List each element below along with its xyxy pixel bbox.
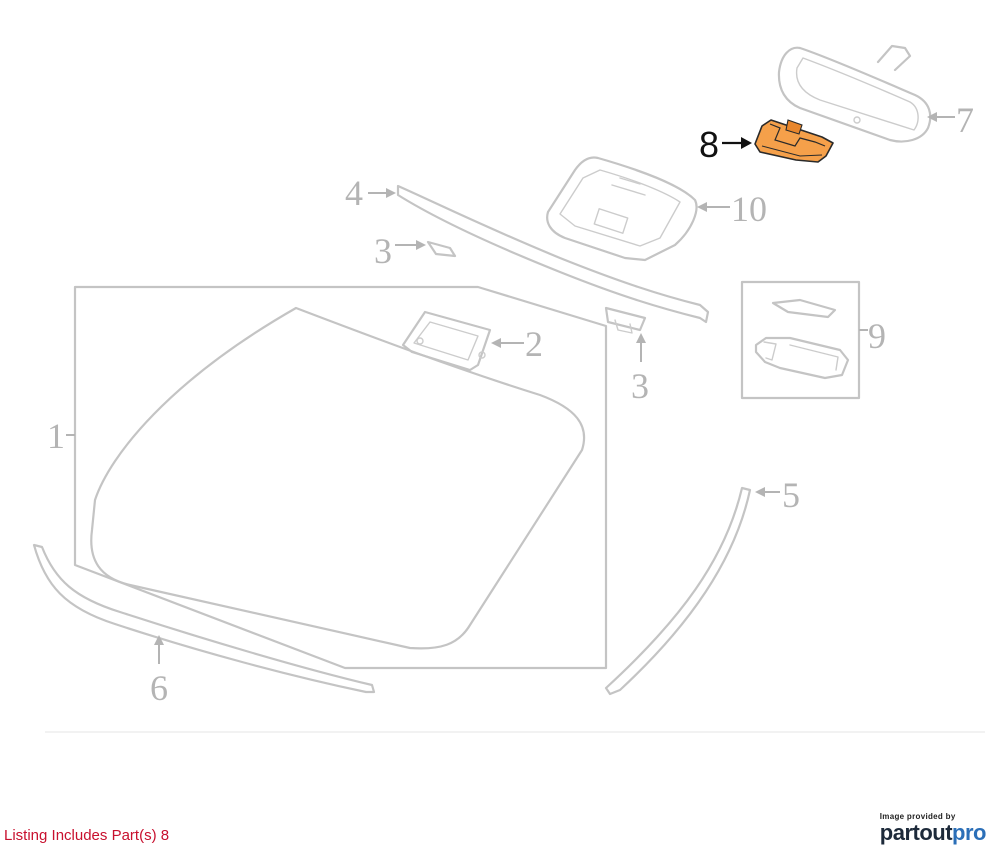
callout-label-10: 10 <box>731 189 767 229</box>
callout-label-2: 2 <box>525 324 543 364</box>
brand-part2: pro <box>952 820 986 845</box>
sensor-kit-part-9[interactable] <box>740 280 861 400</box>
leader-arrow-3b <box>636 333 646 343</box>
callout-2: 2 <box>491 324 543 364</box>
provider-logo[interactable]: Image provided by partoutpro <box>879 812 987 845</box>
callout-9: 9 <box>859 316 886 356</box>
callout-label-1: 1 <box>47 416 65 456</box>
leader-arrow-7 <box>927 112 937 122</box>
leader-arrow-3a <box>416 240 426 250</box>
leader-arrow-4 <box>386 188 396 198</box>
brand-wordmark: partoutpro <box>879 820 987 845</box>
mirror-part-7[interactable] <box>777 44 932 143</box>
leader-arrow-6 <box>154 635 164 645</box>
callout-1: 1 <box>47 416 75 456</box>
leader-arrow-5 <box>755 487 765 497</box>
callout-label-6: 6 <box>150 668 168 708</box>
callout-3b: 3 <box>631 333 649 406</box>
callout-label-4: 4 <box>345 173 363 213</box>
callout-label-5: 5 <box>782 475 800 515</box>
lower-molding-part-6[interactable] <box>32 543 376 694</box>
callout-10: 10 <box>697 189 767 229</box>
console-housing-part-10[interactable] <box>546 156 698 262</box>
callout-3a: 3 <box>374 231 426 271</box>
leader-arrow-2 <box>491 338 501 348</box>
windshield-part-1[interactable] <box>73 285 608 670</box>
callout-label-9: 9 <box>868 316 886 356</box>
listing-note: Listing Includes Part(s) 8 <box>4 827 170 844</box>
callout-label-3b: 3 <box>631 366 649 406</box>
sensor-cover-part-8[interactable] <box>754 119 834 163</box>
callout-label-7: 7 <box>956 100 974 140</box>
callout-4: 4 <box>345 173 396 213</box>
clip-part-3a[interactable] <box>426 240 457 258</box>
provider-caption: Image provided by <box>879 812 956 821</box>
side-molding-part-5[interactable] <box>604 486 752 696</box>
callout-8: 8 <box>699 124 752 165</box>
leader-arrow-10 <box>697 202 707 212</box>
leader-arrow-8 <box>741 137 752 149</box>
brand-part1: partout <box>879 820 953 845</box>
upper-molding-part-4[interactable] <box>396 184 710 324</box>
callout-label-8: 8 <box>699 124 719 165</box>
callout-7: 7 <box>927 100 974 140</box>
callout-5: 5 <box>755 475 800 515</box>
callout-label-3a: 3 <box>374 231 392 271</box>
callout-6: 6 <box>150 635 168 708</box>
sensor-bracket-part-2[interactable] <box>401 310 492 372</box>
clip-part-3b[interactable] <box>604 306 647 334</box>
